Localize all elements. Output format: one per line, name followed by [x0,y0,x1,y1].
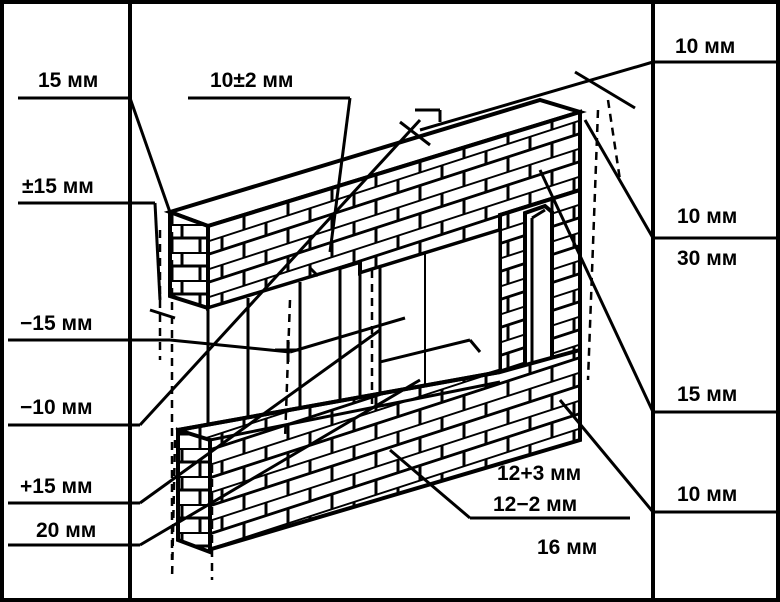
construction-lines [158,99,622,581]
left-label-2: ±15 мм [22,175,94,198]
left-label-3: −15 мм [20,312,93,335]
right-leader-lines [653,60,780,514]
left-label-5: +15 мм [20,475,93,498]
left-label-4: −10 мм [20,396,93,419]
right-label-5: 10 мм [677,483,738,506]
marker-ticks [149,108,442,362]
left-leader-lines [8,96,170,547]
top-label: 10±2 мм [210,69,294,92]
pointer-lines [128,60,655,547]
left-label-6: 20 мм [36,519,97,542]
right-label-3: 30 мм [677,247,738,270]
right-label-2: 10 мм [677,205,738,228]
bottom-label-3: 16 мм [537,536,598,559]
right-label-4: 15 мм [677,383,738,406]
right-label-1: 10 мм [675,35,736,58]
left-label-1: 15 мм [38,69,99,92]
bottom-label-1: 12+3 мм [497,462,582,485]
bottom-label-2: 12−2 мм [493,493,578,516]
wall-upper-side [168,209,210,311]
wall-lower-side [176,427,212,555]
